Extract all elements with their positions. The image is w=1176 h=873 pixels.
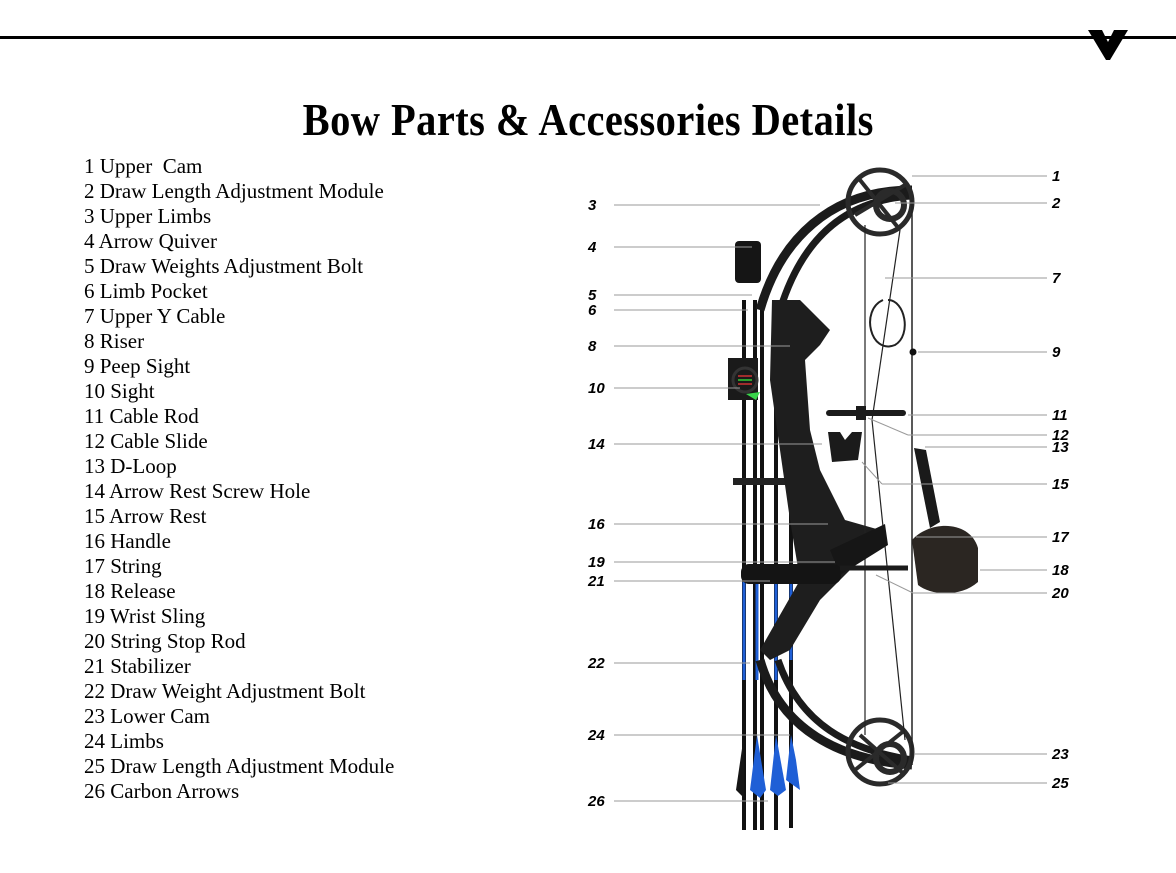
part-item: 10 Sight [84,379,155,403]
part-item: 17 String [84,554,162,578]
wrist-sling [830,524,888,575]
callout-number: 9 [1052,344,1061,361]
callout-number: 19 [588,554,605,571]
callout-number: 2 [1051,195,1061,212]
callout-number: 8 [588,338,597,355]
callout-number: 25 [1051,775,1069,792]
callout-number: 7 [1052,270,1061,287]
leader-line-diagonal [867,417,909,436]
upper-y-cable [871,229,901,421]
callout-number: 17 [1052,529,1069,546]
callout-number: 4 [587,239,597,256]
part-item: 8 Riser [84,329,145,353]
part-item: 18 Release [84,579,176,603]
callout-number: 3 [588,197,597,214]
callout-number: 22 [587,655,605,672]
callout-number: 10 [588,380,605,397]
callout-number: 14 [588,436,605,453]
callout-number: 16 [588,516,605,533]
part-item: 12 Cable Slide [84,429,208,453]
peep-sight [909,348,917,356]
callout-number: 23 [1051,746,1069,763]
callout-number: 12 [1052,427,1069,444]
part-item: 26 Carbon Arrows [84,779,240,803]
part-item: 21 Stabilizer [84,654,191,678]
part-item: 19 Wrist Sling [84,604,206,628]
peep-loop [869,299,906,348]
part-item: 15 Arrow Rest [84,504,207,528]
leader-line-diagonal [861,461,883,485]
arrow-fletchings [736,735,800,798]
part-item: 6 Limb Pocket [84,279,208,303]
part-item: 16 Handle [84,529,171,553]
quiver-gripper [733,478,803,485]
part-item: 22 Draw Weight Adjustment Bolt [84,679,366,703]
callout-number: 15 [1052,476,1069,493]
part-item: 3 Upper Limbs [84,204,212,228]
callout-number: 11 [1052,407,1068,424]
part-item: 23 Lower Cam [84,704,210,728]
part-item: 7 Upper Y Cable [84,304,226,328]
leader-line-diagonal [875,574,914,594]
callout-number: 20 [1051,585,1069,602]
part-item: 1 Upper Cam [84,154,203,178]
stabilizer [741,564,841,584]
callout-number: 21 [587,573,605,590]
callout-number: 13 [1052,439,1069,456]
bow-illustration [728,167,978,830]
top-divider-line [0,36,1176,39]
callout-number: 24 [587,727,605,744]
part-item: 2 Draw Length Adjustment Module [84,179,384,203]
lower-limbs [755,658,913,770]
release-strap [914,448,940,528]
part-item: 5 Draw Weights Adjustment Bolt [84,254,364,278]
callouts: 3456810141619212224261279111213151718202… [587,168,1069,810]
part-item: 4 Arrow Quiver [84,229,217,253]
part-item: 11 Cable Rod [84,404,199,428]
part-item: 25 Draw Length Adjustment Module [84,754,395,778]
arrow-quiver [735,241,761,283]
part-item: 9 Peep Sight [84,354,191,378]
release [912,525,978,594]
part-item: 20 String Stop Rod [84,629,246,653]
callout-number: 5 [588,287,597,304]
cable-slide [856,406,866,420]
chevron-down-icon [1088,30,1128,60]
arrow-rest [828,432,862,462]
callout-number: 1 [1052,168,1060,185]
part-item: 14 Arrow Rest Screw Hole [84,479,311,503]
part-item: 24 Limbs [84,729,164,753]
page-title: Bow Parts & Accessories Details [302,93,874,145]
callout-number: 26 [587,793,605,810]
callout-number: 6 [588,302,597,319]
part-item: 13 D-Loop [84,454,177,478]
callout-number: 18 [1052,562,1069,579]
